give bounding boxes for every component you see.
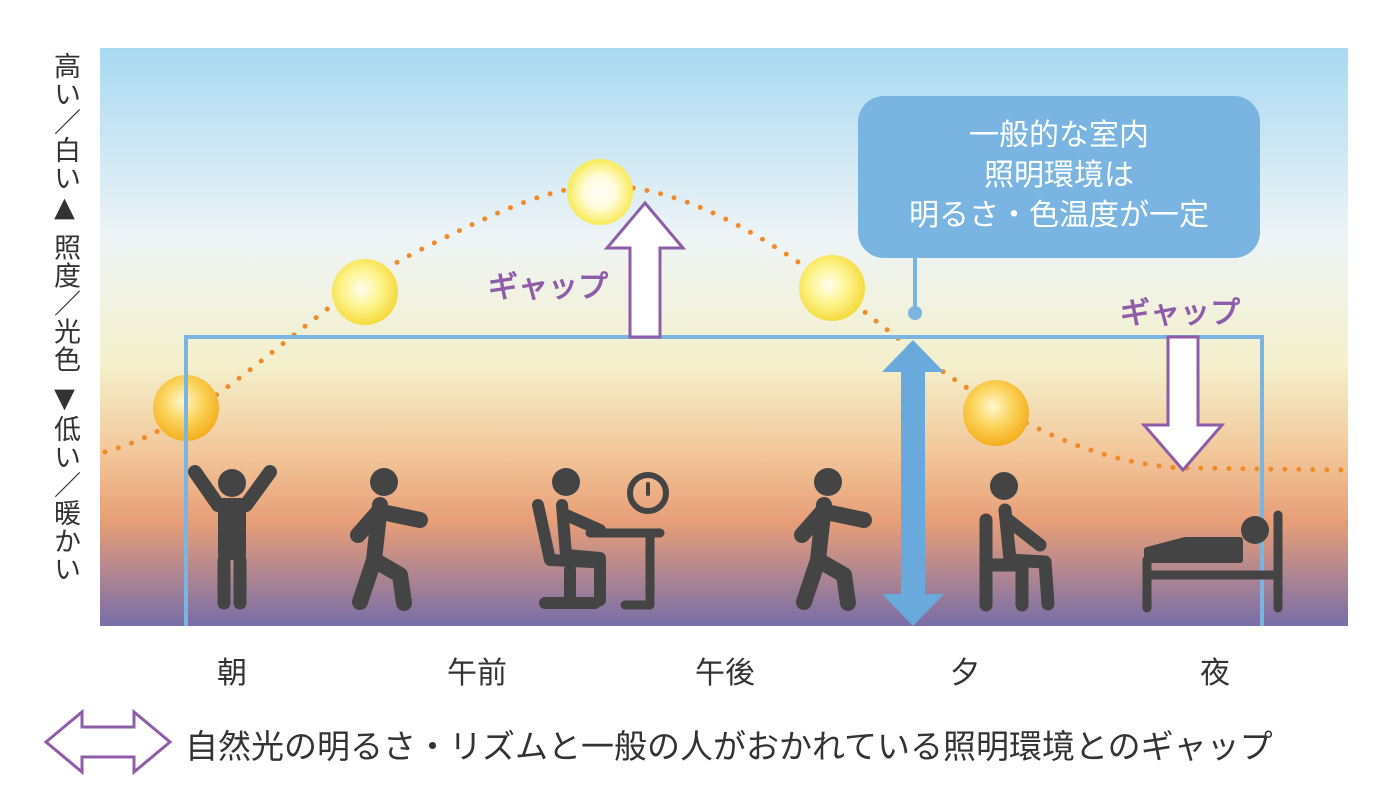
person-stretching-icon [188, 465, 277, 610]
callout-line: 照明環境は [984, 158, 1134, 193]
indoor-constant-double-arrow [882, 340, 944, 626]
callout-pointer-dot [908, 306, 922, 320]
callout-line: 一般的な室内 [969, 118, 1149, 153]
indoor-lighting-level-line [184, 335, 1264, 626]
gap-up-arrow [603, 200, 687, 339]
sun-evening [963, 380, 1029, 446]
time-label-forenoon: 午前 [447, 656, 507, 691]
sun-afternoon [799, 255, 865, 321]
person-at-desk-icon [532, 468, 669, 610]
time-label-evening: 夕 [950, 656, 980, 691]
time-label-afternoon: 午後 [695, 656, 755, 691]
legend-double-arrow-icon [43, 708, 173, 776]
sun-forenoon [332, 259, 398, 325]
y-axis-label: 高い／白い▲ 照度／光色 ▼低い／暖かい [49, 52, 80, 584]
person-walking-icon [350, 468, 428, 611]
legend-text: 自然光の明るさ・リズムと一般の人がおかれている照明環境とのギャップ [185, 727, 1273, 766]
time-label-morning: 朝 [217, 656, 247, 691]
person-walking-afternoon-icon [794, 468, 872, 611]
gap-label-daytime: ギャップ [488, 270, 608, 305]
gap-down-arrow [1140, 335, 1226, 473]
person-sitting-icon [979, 472, 1055, 612]
sun-noon [567, 159, 633, 225]
gap-label-night: ギャップ [1120, 296, 1240, 331]
indoor-lighting-callout: 一般的な室内 照明環境は 明るさ・色温度が一定 [858, 96, 1260, 258]
person-sleeping-icon [1142, 510, 1283, 613]
callout-line: 明るさ・色温度が一定 [909, 198, 1209, 233]
time-label-night: 夜 [1200, 656, 1230, 691]
